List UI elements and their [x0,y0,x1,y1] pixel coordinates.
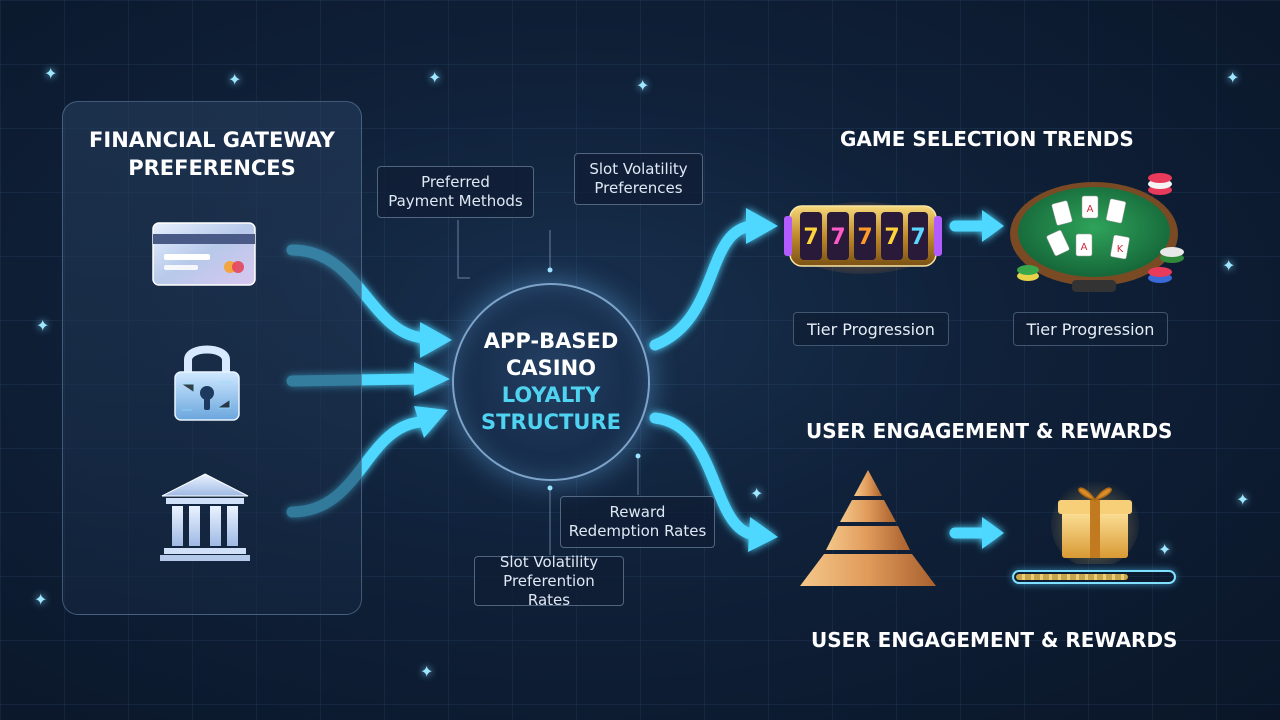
gift-box-icon [1050,474,1140,568]
sparkle-icon: ✦ [428,68,442,87]
arrowhead [414,406,448,438]
bank-icon [160,472,250,566]
callout-slot-volatility-rates: Slot Volatility Preferention Rates [474,553,624,609]
hub-line: APP-BASED [483,329,619,353]
sparkle-icon: ✦ [1236,490,1250,509]
sparkle-icon: ✦ [228,70,242,89]
panel-title: FINANCIAL GATEWAY PREFERENCES [89,128,335,180]
callout-slot-volatility-preferences: Slot Volatility Preferences [574,153,703,205]
pyramid-icon [798,468,938,592]
svg-text:7: 7 [910,225,925,250]
sparkle-icon: ✦ [1158,540,1172,559]
game-selection-heading: GAME SELECTION TRENDS [840,127,1134,151]
svg-text:7: 7 [884,225,899,250]
sparkle-icon: ✦ [636,76,650,95]
arrow-hub-to-slot [649,220,758,351]
sparkle-icon: ✦ [420,662,434,681]
arrowhead [746,208,778,244]
engagement-heading-bottom: USER ENGAGEMENT & REWARDS [811,628,1178,652]
slot-machine-icon: 7 7 7 7 7 [784,198,942,278]
lock-icon [170,338,244,428]
svg-text:7: 7 [803,225,818,250]
arrowhead [982,517,1004,549]
sparkle-icon: ✦ [44,64,58,83]
hub-line: CASINO [505,356,597,380]
callout-preferred-payment-methods: Preferred Payment Methods [377,166,534,218]
reward-progress-bar [1012,570,1176,584]
credit-card-icon [152,222,256,290]
svg-text:A: A [1081,242,1088,253]
arrowhead [414,362,450,396]
sparkle-icon: ✦ [1226,68,1240,87]
sparkle-icon: ✦ [1222,256,1236,275]
reward-progress-fill [1016,574,1129,580]
svg-text:7: 7 [830,225,845,250]
arrowhead [748,517,778,552]
sparkle-icon: ✦ [34,590,48,609]
svg-text:7: 7 [857,225,872,250]
arrowhead [982,210,1004,242]
svg-text:A: A [1087,204,1094,215]
svg-text:K: K [1117,244,1124,255]
arrowhead [420,322,452,358]
callout-reward-redemption-rates: Reward Redemption Rates [560,496,715,548]
engagement-heading-top: USER ENGAGEMENT & REWARDS [806,419,1173,443]
hub-line: STRUCTURE [481,410,621,434]
tier-progression-label: Tier Progression [793,312,949,346]
poker-table-icon: A A K [1008,170,1188,302]
sparkle-icon: ✦ [36,316,50,335]
tier-progression-label: Tier Progression [1013,312,1168,346]
loyalty-hub: APP-BASED CASINO LOYALTY STRUCTURE [452,283,650,481]
hub-line: LOYALTY [501,383,601,407]
sparkle-icon: ✦ [750,484,764,503]
arrow-hub-to-pyramid [649,412,761,541]
